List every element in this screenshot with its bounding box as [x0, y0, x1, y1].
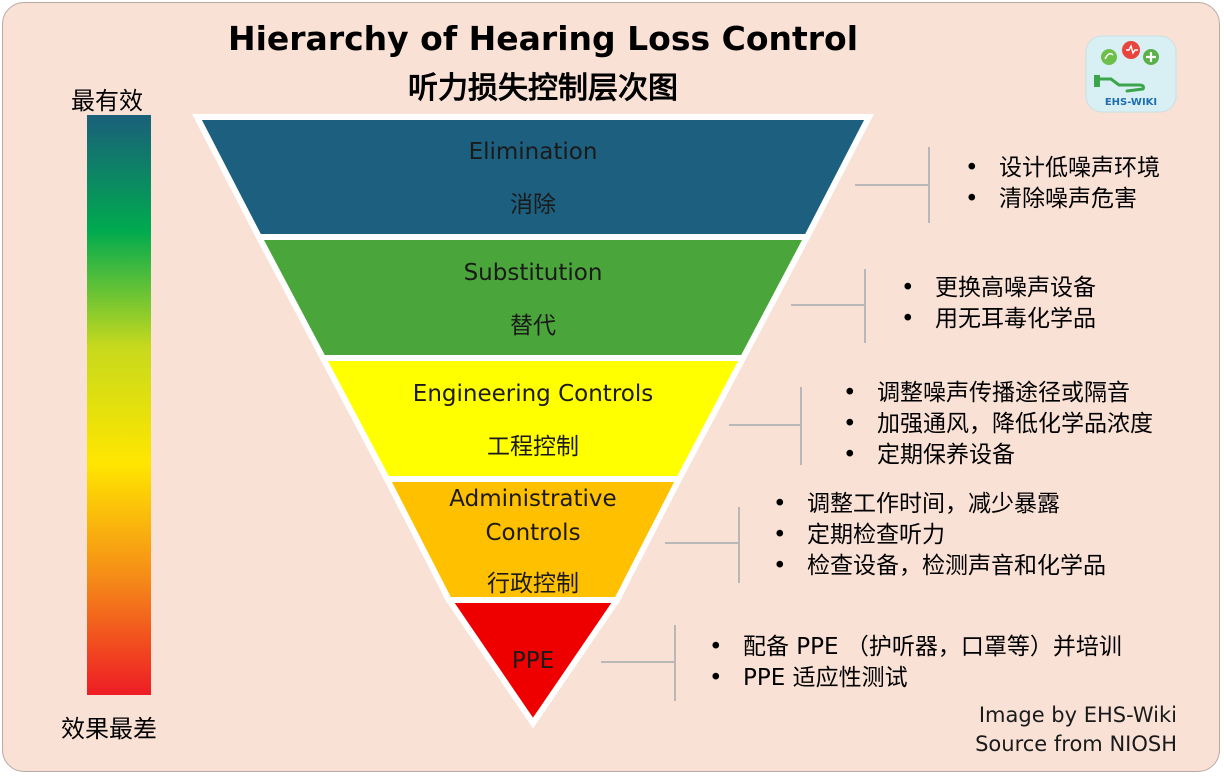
scale-bottom-label: 效果最差: [61, 715, 157, 743]
ehs-wiki-logo: EHS-WIKI: [1085, 35, 1177, 113]
bullet-item: PPE 适应性测试: [709, 663, 1122, 694]
bullet-item: 加强通风，降低化学品浓度: [843, 409, 1153, 440]
administrative-label-en-line1: Administrative: [449, 486, 617, 512]
elimination-label-en: Elimination: [468, 139, 598, 165]
hand-icon: [1095, 77, 1145, 93]
elimination-label-cn: 消除: [510, 192, 556, 218]
administrative-label-cn: 行政控制: [487, 571, 579, 597]
effectiveness-gradient-bar: [87, 115, 151, 695]
logo-text: EHS-WIKI: [1105, 97, 1157, 108]
credit-source: Source from NIOSH: [975, 732, 1177, 756]
bullet-item: 检查设备，检测声音和化学品: [773, 551, 1106, 582]
substitution-bullets: 更换高噪声设备 用无耳毒化学品: [901, 273, 1096, 335]
elimination-bullets: 设计低噪声环境 清除噪声危害: [965, 153, 1160, 215]
bullet-item: 清除噪声危害: [965, 184, 1160, 215]
bullet-item: 调整工作时间，减少暴露: [773, 489, 1106, 520]
bullet-item: 配备 PPE （护听器，口罩等）并培训: [709, 632, 1122, 663]
title-english: Hierarchy of Hearing Loss Control: [227, 19, 859, 58]
bullet-item: 调整噪声传播途径或隔音: [843, 378, 1153, 409]
ppe-label: PPE: [511, 648, 555, 674]
substitution-label-en: Substitution: [463, 260, 603, 286]
bullet-item: 定期保养设备: [843, 440, 1153, 471]
heart-icon: [1122, 41, 1140, 59]
bullet-item: 设计低噪声环境: [965, 153, 1160, 184]
ppe-band: [443, 597, 623, 729]
ppe-bullets: 配备 PPE （护听器，口罩等）并培训 PPE 适应性测试: [709, 632, 1122, 694]
bullet-item: 更换高噪声设备: [901, 273, 1096, 304]
bullet-item: 用无耳毒化学品: [901, 304, 1096, 335]
leaf-icon: [1101, 49, 1117, 65]
engineering-label-en: Engineering Controls: [412, 381, 654, 407]
engineering-bullets: 调整噪声传播途径或隔音 加强通风，降低化学品浓度 定期保养设备: [843, 378, 1153, 471]
engineering-label-cn: 工程控制: [487, 434, 579, 460]
substitution-label-cn: 替代: [510, 313, 556, 339]
administrative-bullets: 调整工作时间，减少暴露 定期检查听力 检查设备，检测声音和化学品: [773, 489, 1106, 582]
scale-top-label: 最有效: [71, 87, 143, 115]
credit-image: Image by EHS-Wiki: [978, 703, 1177, 727]
title-chinese: 听力损失控制层次图: [408, 71, 678, 106]
hierarchy-pyramid: [192, 114, 930, 729]
bullet-item: 定期检查听力: [773, 520, 1106, 551]
administrative-label-en-line2: Controls: [485, 520, 581, 546]
